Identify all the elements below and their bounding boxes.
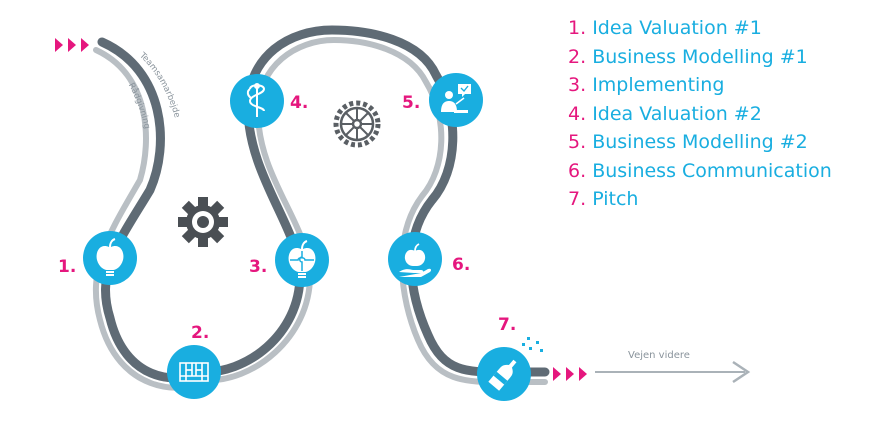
- step-5: 5.: [402, 73, 483, 127]
- gear-icon: [178, 197, 228, 247]
- step-1-number: 1.: [58, 257, 76, 277]
- business-model-canvas-icon: [179, 362, 209, 382]
- step-4: 4.: [230, 74, 308, 128]
- champagne-bottle-icon: [488, 359, 517, 391]
- caduceus-icon: [246, 83, 266, 117]
- step-7-number: 7.: [498, 315, 516, 335]
- legend-item: 6. Business Communication: [568, 159, 832, 182]
- exit-label: Vejen videre: [628, 350, 690, 361]
- legend-item: 3. Implementing: [568, 74, 725, 96]
- start-chevrons: [55, 38, 89, 52]
- legend-item: 5. Business Modelling #2: [568, 131, 808, 153]
- step-2-circle: [167, 345, 221, 399]
- step-3-number: 3.: [249, 257, 267, 277]
- end-chevrons: [553, 367, 587, 381]
- step-5-number: 5.: [402, 93, 420, 113]
- step-5-circle: [429, 73, 483, 127]
- step-3: 3.: [249, 233, 329, 287]
- step-legend: 1. Idea Valuation #1 2. Business Modelli…: [568, 14, 832, 214]
- hand-apple-icon: [399, 243, 432, 277]
- apple-bulb-icon: [96, 238, 124, 276]
- track-outer-rail: [97, 25, 550, 383]
- legend-item: 4. Idea Valuation #2: [568, 102, 762, 125]
- step-7: 7.: [477, 315, 543, 401]
- wheel-gear-icon: [333, 100, 381, 148]
- presenter-speech-icon: [441, 84, 471, 113]
- legend-item: 7. Pitch: [568, 188, 639, 210]
- step-2: 2.: [167, 323, 221, 399]
- legend-item: 2. Business Modelling #1: [568, 45, 808, 68]
- exit-arrow-head: [732, 360, 751, 384]
- step-6-number: 6.: [452, 255, 470, 275]
- step-1: 1.: [58, 231, 137, 285]
- puzzle-apple-bulb-icon: [288, 240, 316, 278]
- legend-item: 1. Idea Valuation #1: [568, 17, 762, 39]
- step-2-number: 2.: [191, 323, 209, 343]
- step-4-number: 4.: [290, 93, 308, 113]
- step-6: 6.: [388, 232, 470, 286]
- champagne-spray: [522, 337, 543, 352]
